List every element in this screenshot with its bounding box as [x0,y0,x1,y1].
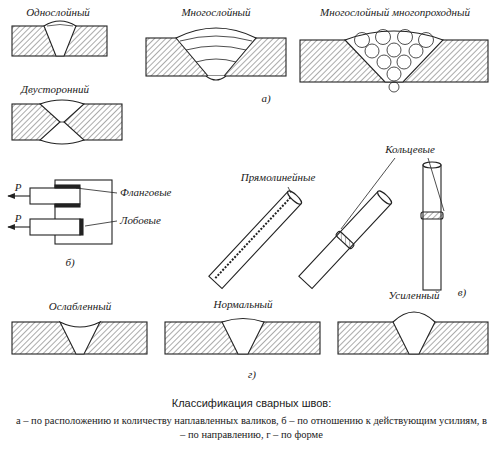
drawing-part [8,226,30,227]
figure-caption: а – по расположению и количеству наплавл… [14,414,489,442]
leader-line [288,158,444,229]
drawing-part [85,221,117,226]
figure-title: Классификация сварных швов: [14,396,489,410]
drawing-part [44,21,76,56]
section-letter: г) [248,368,256,381]
drawing-part [8,195,30,196]
drawing-part [47,25,73,27]
drawing-part [355,33,370,48]
straight-pipe [209,189,303,288]
drawing-part [180,36,252,41]
section-letter: а) [261,92,270,105]
reinforced-weld [338,312,488,354]
drawing-part [387,67,401,81]
drawing-part [389,82,399,92]
single-layer-weld [12,21,107,56]
lap-joint [8,180,117,244]
drawing-part [397,55,411,69]
drawing-part [355,30,434,93]
drawing-part [196,59,236,62]
drawing-part [299,191,391,288]
drawing-part [76,188,117,193]
drawing-part [60,322,100,354]
drawing-part [421,212,443,219]
drawing-part [40,100,84,144]
normal-weld [165,319,320,355]
drawing-part [209,191,301,288]
section-letter: б) [65,256,74,269]
drawing-part [365,44,379,58]
weld-type-label: Фланговые [120,186,171,199]
drawing-part [215,198,290,278]
double-sided-weld [12,100,122,144]
drawing-part [376,189,393,206]
drawing-part [419,33,434,48]
weakened-weld [12,321,147,355]
drawing-part [222,319,264,355]
drawing-part [341,158,395,229]
multi-layer-weld [146,28,286,80]
label: Прямолинейные [241,171,316,184]
drawing-part [423,162,441,168]
drawing-part [393,312,435,354]
force-symbol: Р [15,212,22,225]
drawing-part [186,46,246,50]
drawing-part [12,322,147,354]
drawing-part [30,188,80,204]
drawing-part [206,76,226,80]
drawing-part [376,30,391,45]
drawing-part [60,122,64,123]
drawing-part [55,185,80,188]
drawing-part [55,204,80,207]
label: Однослойный [26,6,90,19]
drawing-part [30,219,80,235]
drawing-part [428,158,444,211]
vertical-pipe [421,162,443,290]
drawing-part [335,231,354,250]
label: Нормальный [213,298,272,311]
drawing-part [398,30,413,45]
label: Многослойный [181,6,250,19]
drawing-part [423,165,441,290]
label: Многослойный многопроходный [320,6,470,19]
drawing-part [409,44,423,58]
ring-weld-pipe [298,188,395,289]
drawing-part [387,43,401,57]
label: Двусторонний [21,83,89,96]
drawing-part [286,189,303,206]
drawing-part [288,187,291,193]
multi-pass-weld [300,30,488,93]
label: Кольцевые [385,143,435,156]
drawing-part [176,28,256,76]
drawing-part [377,55,391,69]
drawing-part [345,31,443,82]
force-symbol: Р [15,181,22,194]
section-letter: в) [458,286,466,299]
label: Ослабленный [49,300,111,313]
weld-type-label: Лобовые [120,214,161,227]
label: Усиленный [388,289,439,302]
drawing-part [80,219,83,235]
